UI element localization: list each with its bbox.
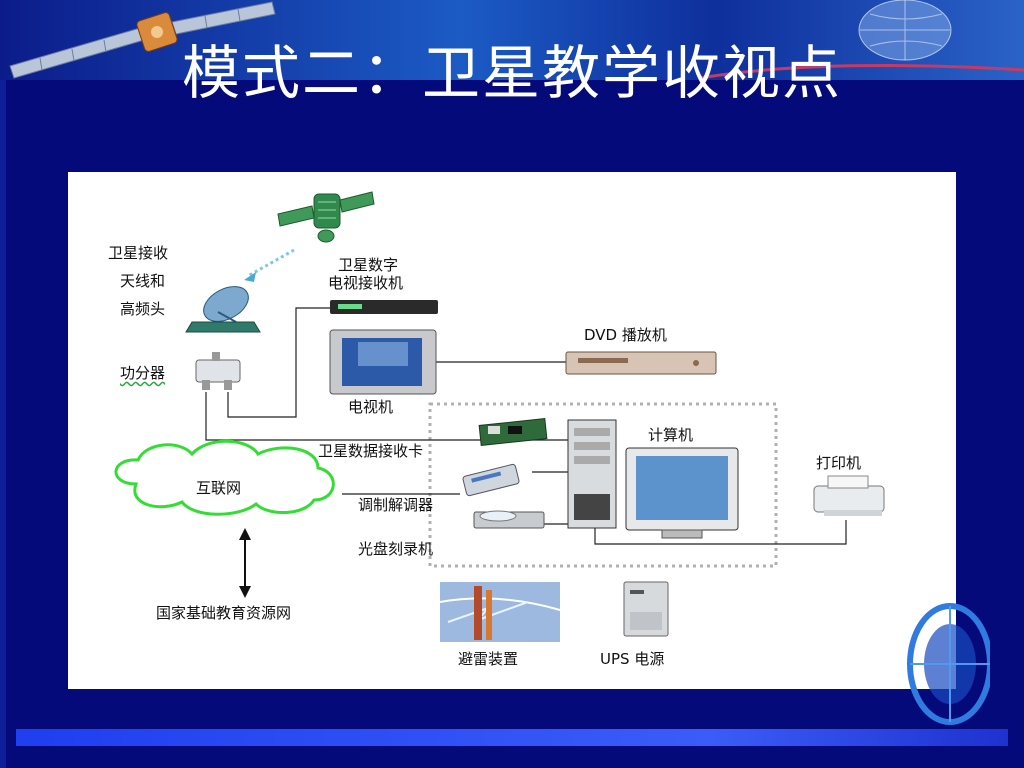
antenna-label-line2: 天线和 bbox=[120, 272, 166, 290]
bottom-bar bbox=[16, 729, 1008, 746]
ups-label: UPS 电源 bbox=[600, 650, 665, 668]
globe-icon bbox=[907, 603, 990, 725]
splitter-icon bbox=[195, 352, 241, 390]
receiver-box-icon bbox=[330, 300, 438, 314]
globe-decoration bbox=[907, 603, 990, 725]
sat-card-icon bbox=[478, 418, 548, 446]
modem-label: 调制解调器 bbox=[358, 496, 434, 514]
internet-cloud-icon bbox=[114, 439, 335, 516]
globe-icon bbox=[699, 0, 1024, 80]
banner-decoration bbox=[9, 0, 1024, 80]
antenna-label-line3: 高频头 bbox=[120, 300, 166, 318]
satellite-icon bbox=[277, 191, 375, 243]
antenna-label-line1: 卫星接收 bbox=[108, 244, 169, 262]
optical-drive-icon bbox=[473, 510, 545, 529]
signal-beam bbox=[247, 248, 295, 278]
dvd-player-icon bbox=[565, 351, 717, 375]
double-arrow-icon bbox=[239, 528, 251, 598]
burner-label: 光盘刻录机 bbox=[358, 540, 434, 558]
receiver-label-line2: 电视接收机 bbox=[328, 274, 404, 292]
resource-net-label: 国家基础教育资源网 bbox=[156, 604, 292, 622]
computer-group-box bbox=[428, 402, 778, 568]
satellite-dish-icon bbox=[185, 286, 261, 333]
satellite-icon bbox=[9, 1, 276, 79]
signal-arrow-icon bbox=[244, 272, 256, 282]
lightning-rod-icon bbox=[439, 582, 561, 642]
splitter-label: 功分器 bbox=[120, 364, 166, 382]
internet-label: 互联网 bbox=[196, 479, 242, 497]
modem-icon bbox=[462, 463, 520, 497]
computer-label: 计算机 bbox=[648, 426, 694, 444]
tv-label: 电视机 bbox=[348, 398, 394, 416]
ups-icon bbox=[623, 581, 669, 637]
slide-title: 模式二：卫星教学收视点 bbox=[181, 39, 842, 107]
computer-tower-icon bbox=[567, 419, 617, 529]
diagram-graphics bbox=[114, 191, 885, 642]
monitor-icon bbox=[625, 447, 739, 539]
network-diagram: 卫星接收 天线和 高频头 卫星数字 电视接收机 DVD 播放机 功分器 电视机 … bbox=[68, 172, 956, 689]
tv-icon bbox=[329, 329, 437, 395]
printer-label: 打印机 bbox=[816, 454, 862, 472]
printer-icon bbox=[813, 475, 885, 516]
dvd-label: DVD 播放机 bbox=[584, 326, 667, 344]
receiver-label-line1: 卫星数字 bbox=[338, 256, 399, 274]
left-edge-bar bbox=[0, 80, 6, 768]
sat-card-label: 卫星数据接收卡 bbox=[318, 442, 424, 460]
lightning-label: 避雷装置 bbox=[458, 650, 519, 668]
connection-lines bbox=[205, 307, 847, 545]
